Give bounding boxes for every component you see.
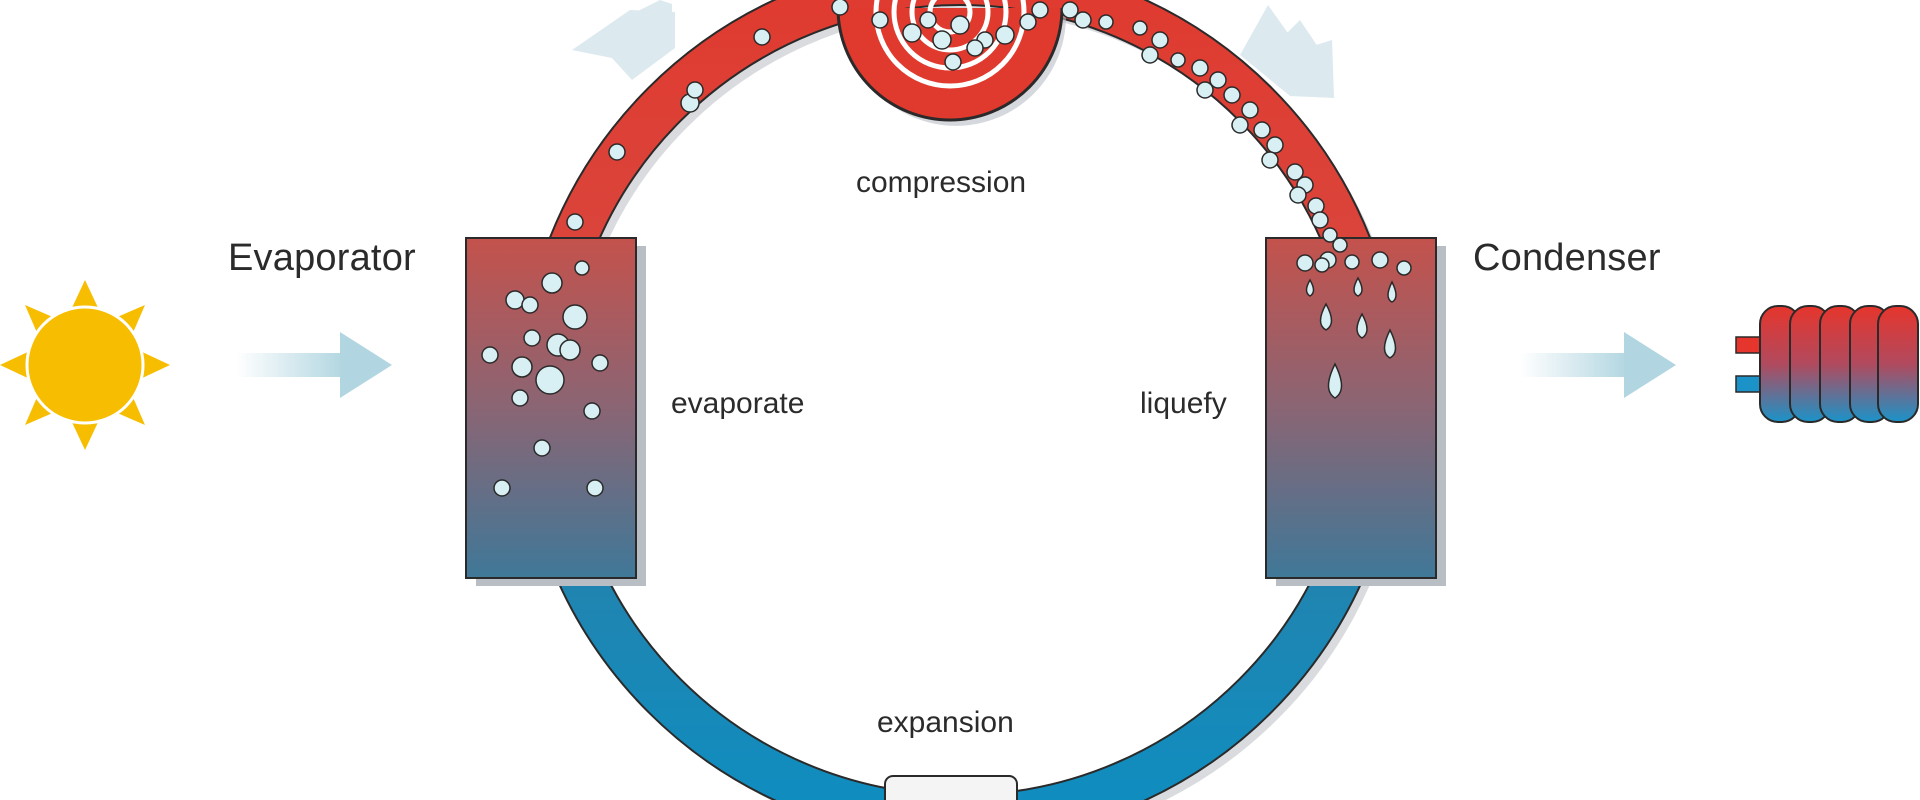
gas-bubble <box>1019 13 1037 31</box>
gas-bubble <box>566 213 584 231</box>
gas-bubble <box>608 143 626 161</box>
gas-bubble <box>1031 1 1049 19</box>
gas-bubble <box>511 389 529 407</box>
gas-bubble <box>591 354 609 372</box>
gas-bubble <box>1314 257 1330 273</box>
condenser-heading: Condenser <box>1473 237 1661 279</box>
gas-bubble <box>535 365 565 395</box>
gas-bubble <box>586 479 604 497</box>
gas-bubble <box>559 339 581 361</box>
gas-bubble <box>1151 31 1169 49</box>
gas-bubble <box>686 81 704 99</box>
gas-bubble <box>1074 11 1092 29</box>
gas-bubble <box>583 402 601 420</box>
gas-bubble <box>1141 46 1159 64</box>
evaporator-box <box>465 237 646 586</box>
gas-bubble <box>932 30 952 50</box>
gas-bubble <box>1322 227 1338 243</box>
gas-bubble <box>1098 14 1114 30</box>
gas-bubble <box>541 272 563 294</box>
gas-bubble <box>1196 81 1214 99</box>
gas-bubble <box>1253 121 1271 139</box>
gas-bubble <box>493 479 511 497</box>
gas-bubble <box>1289 186 1307 204</box>
gas-bubble <box>511 356 533 378</box>
gas-bubbles <box>481 0 1412 497</box>
airflow-chevron-left-icon <box>572 0 675 80</box>
gas-bubble <box>1231 116 1249 134</box>
gas-bubble <box>1241 101 1259 119</box>
expansion-label: expansion <box>877 706 1014 739</box>
gas-bubble <box>1311 211 1329 229</box>
gas-bubble <box>574 260 590 276</box>
airflow-chevron-right-icon <box>1240 5 1334 98</box>
heating-coil-icon <box>1735 305 1919 423</box>
evaporate-label: evaporate <box>671 387 805 420</box>
gas-bubble <box>871 11 889 29</box>
gas-bubble <box>1286 163 1304 181</box>
gas-bubble <box>1209 71 1227 89</box>
gas-bubble <box>950 15 970 35</box>
gas-bubble <box>533 439 551 457</box>
gas-bubble <box>1371 251 1389 269</box>
gas-bubble <box>562 304 588 330</box>
gas-bubble <box>995 25 1015 45</box>
condenser-box <box>1265 237 1446 586</box>
liquefy-label: liquefy <box>1140 387 1227 420</box>
sun-icon <box>0 280 170 450</box>
gas-bubble <box>505 290 525 310</box>
gas-bubble <box>944 53 962 71</box>
evaporator-heading: Evaporator <box>228 237 416 279</box>
gas-bubble <box>966 39 984 57</box>
gas-bubble <box>902 23 922 43</box>
gas-bubble <box>521 296 539 314</box>
flow-out-arrow-icon <box>1520 332 1676 398</box>
liquid-droplets <box>1305 276 1397 399</box>
gas-bubble <box>831 0 849 16</box>
gas-bubble <box>1266 136 1284 154</box>
gas-bubble <box>1132 20 1148 36</box>
flow-in-arrow-icon <box>236 332 392 398</box>
gas-bubble <box>523 329 541 347</box>
expansion-valve <box>884 775 1018 800</box>
gas-bubble <box>1396 260 1412 276</box>
gas-bubble <box>481 346 499 364</box>
gas-bubble <box>1296 254 1314 272</box>
gas-bubble <box>1344 254 1360 270</box>
gas-bubble <box>753 28 771 46</box>
compression-label: compression <box>856 166 1027 199</box>
gas-bubble <box>1061 1 1079 19</box>
gas-bubble <box>919 11 937 29</box>
gas-bubble <box>1223 86 1241 104</box>
gas-bubble <box>1261 151 1279 169</box>
gas-bubble <box>1332 237 1348 253</box>
gas-bubble <box>1170 52 1186 68</box>
gas-bubble <box>1191 59 1209 77</box>
